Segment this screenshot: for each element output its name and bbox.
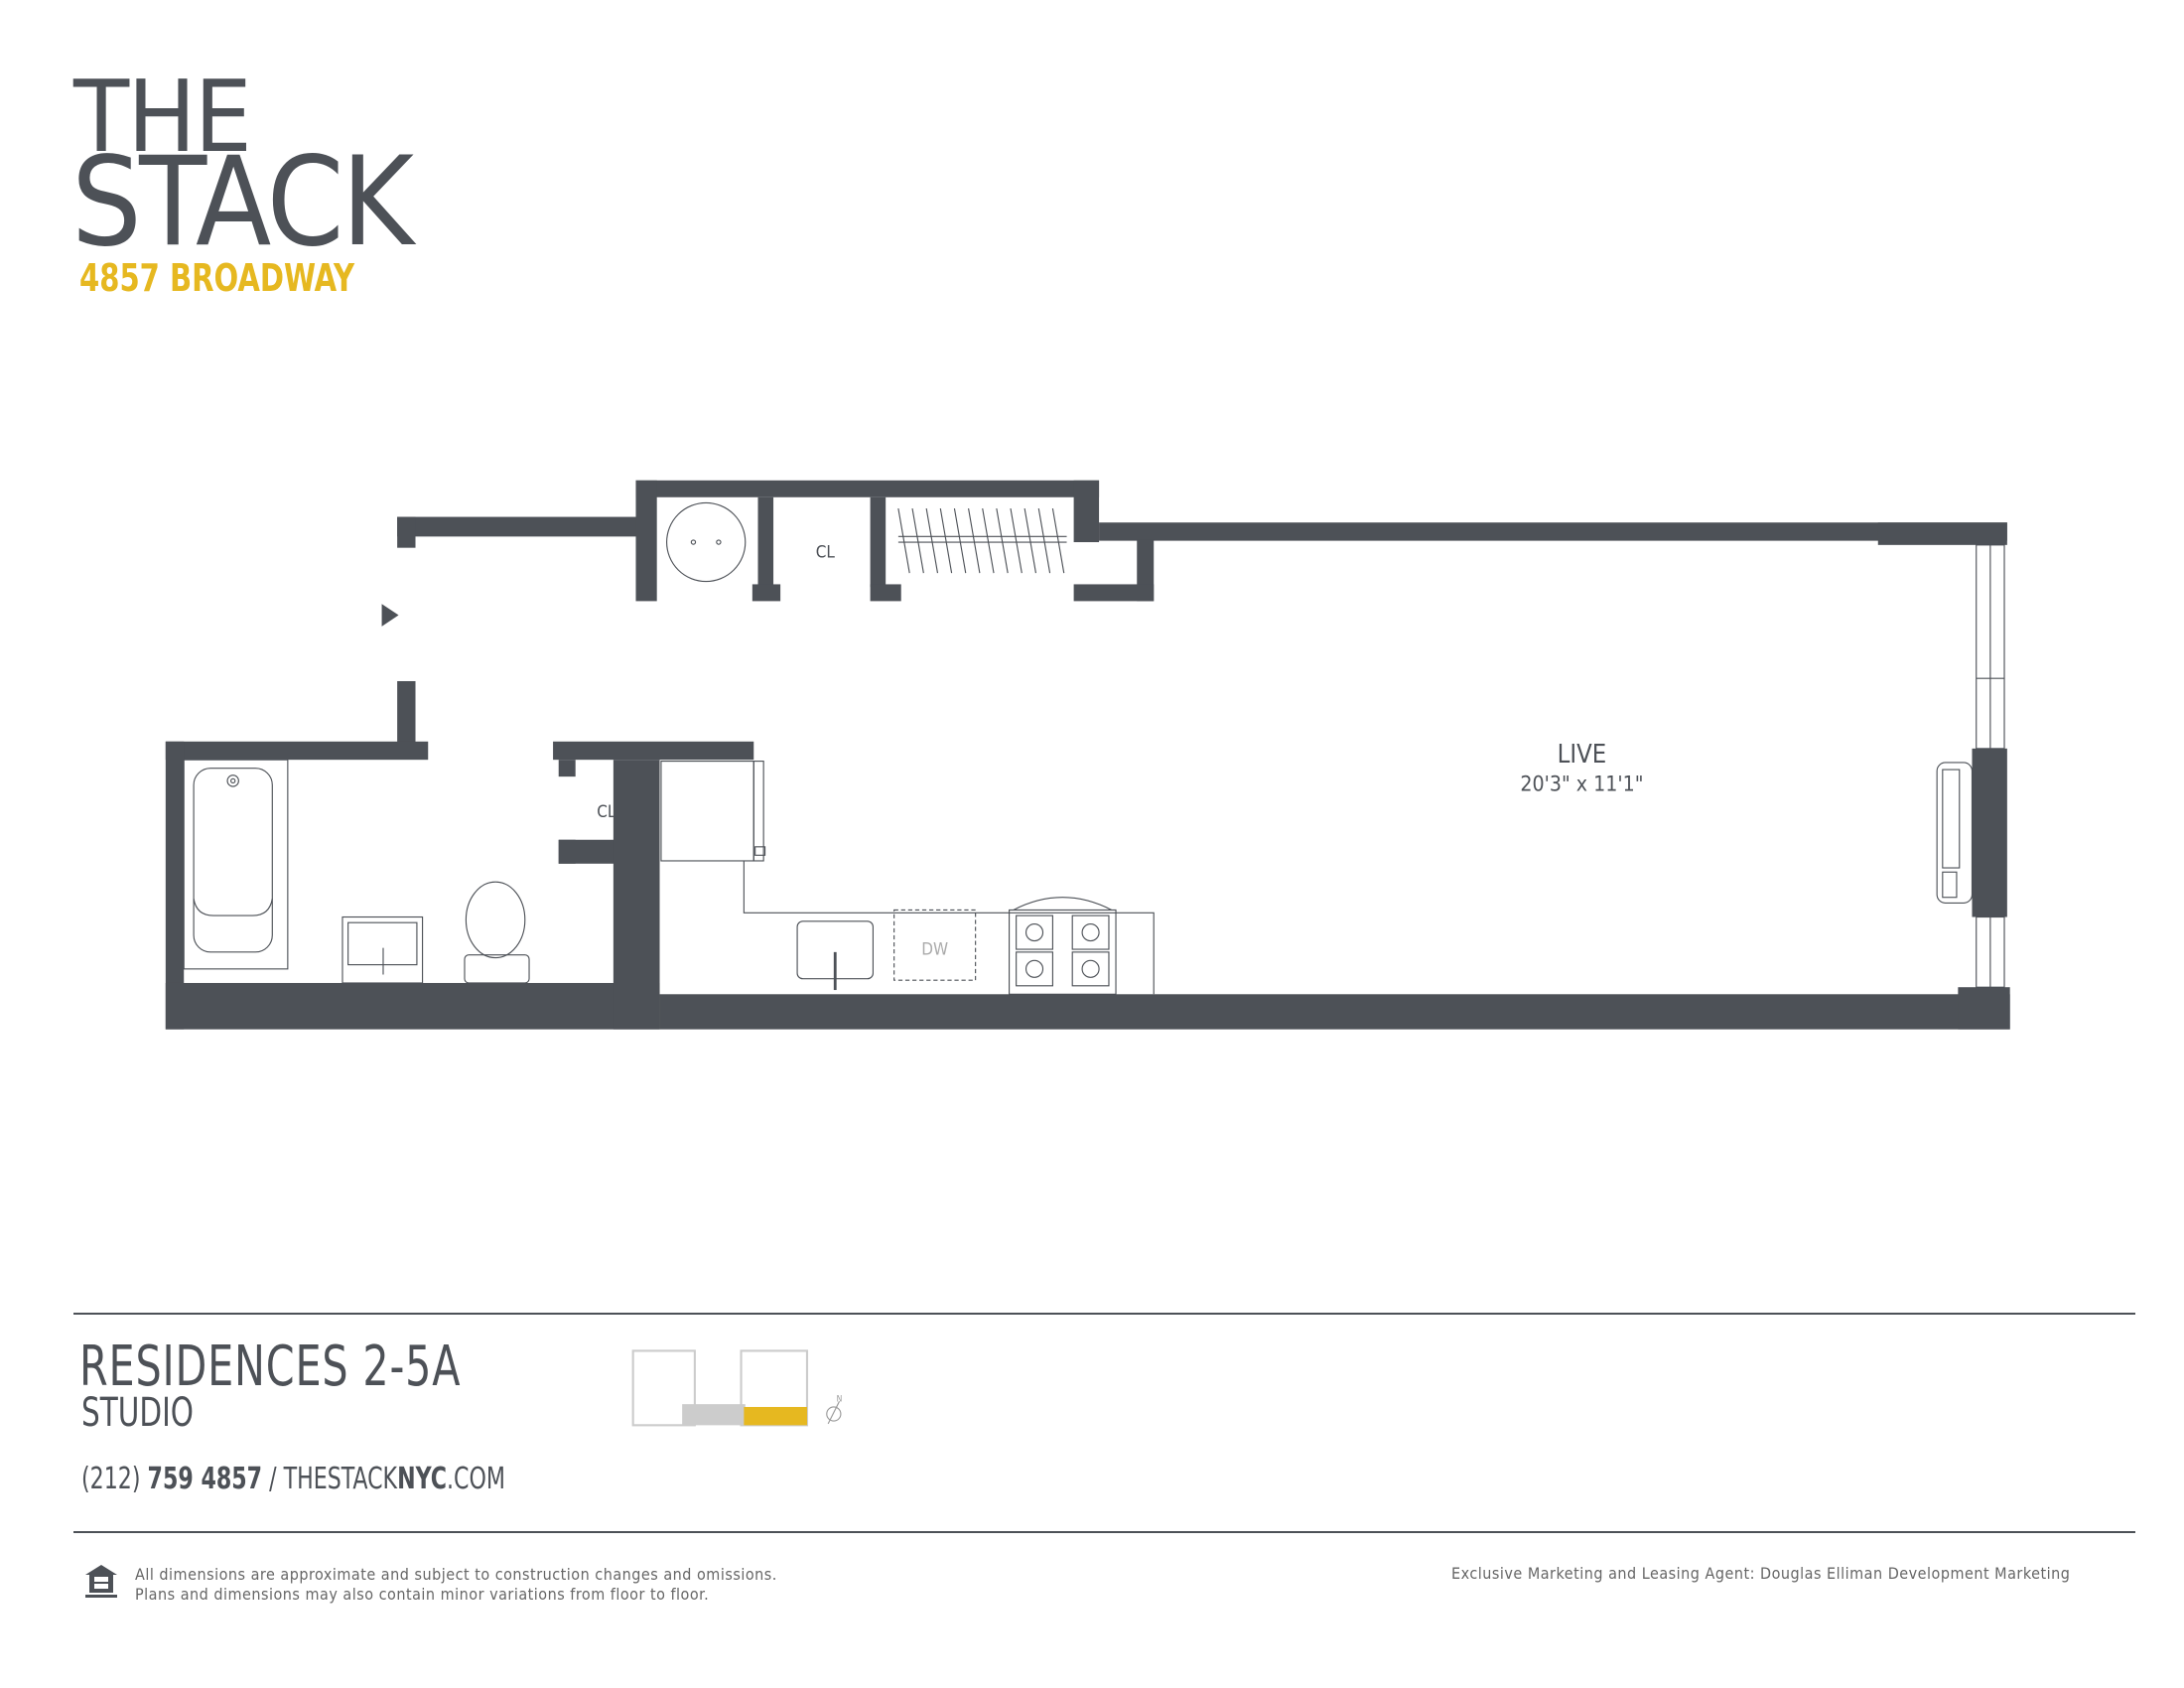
disclaimer: All dimensions are approximate and subje… bbox=[135, 1565, 777, 1605]
key-plan-highlight bbox=[744, 1406, 807, 1426]
label-closet-top: CL bbox=[816, 542, 836, 562]
label-live: LIVE bbox=[1558, 739, 1607, 769]
label-live-dims: 20'3" x 11'1" bbox=[1520, 771, 1643, 795]
label-dishwasher: DW bbox=[921, 939, 948, 959]
fixtures bbox=[183, 501, 2005, 995]
north-label: N bbox=[837, 1393, 843, 1403]
phone-number[interactable]: 759 4857 bbox=[147, 1462, 263, 1496]
phone-area-code: (212) bbox=[81, 1462, 141, 1496]
unit-type: STUDIO bbox=[81, 1390, 195, 1436]
divider-top bbox=[73, 1313, 2135, 1315]
website-prefix: THESTACK bbox=[283, 1462, 398, 1496]
website-bold: NYC bbox=[397, 1462, 447, 1496]
separator: / bbox=[269, 1462, 277, 1496]
logo-the: THE bbox=[73, 59, 252, 175]
contact-line: (212) 759 4857 / THESTACKNYC.COM bbox=[81, 1462, 505, 1496]
walls bbox=[165, 480, 2010, 1030]
equal-housing-icon bbox=[85, 1565, 117, 1598]
leasing-agent: Exclusive Marketing and Leasing Agent: D… bbox=[1451, 1564, 2071, 1583]
website-link[interactable]: THESTACKNYC.COM bbox=[284, 1462, 505, 1496]
divider-bottom bbox=[73, 1531, 2135, 1533]
label-closet-bath: CL bbox=[597, 801, 616, 821]
disclaimer-line-2: Plans and dimensions may also contain mi… bbox=[135, 1585, 710, 1604]
website-suffix: .COM bbox=[446, 1462, 505, 1496]
unit-title: RESIDENCES 2-5A bbox=[79, 1335, 462, 1399]
key-plan: N bbox=[631, 1349, 843, 1427]
logo-address: 4857 BROADWAY bbox=[79, 256, 355, 300]
entry-arrow-icon bbox=[381, 604, 399, 627]
logo-stack: STACK bbox=[71, 131, 414, 274]
disclaimer-line-1: All dimensions are approximate and subje… bbox=[135, 1565, 777, 1584]
